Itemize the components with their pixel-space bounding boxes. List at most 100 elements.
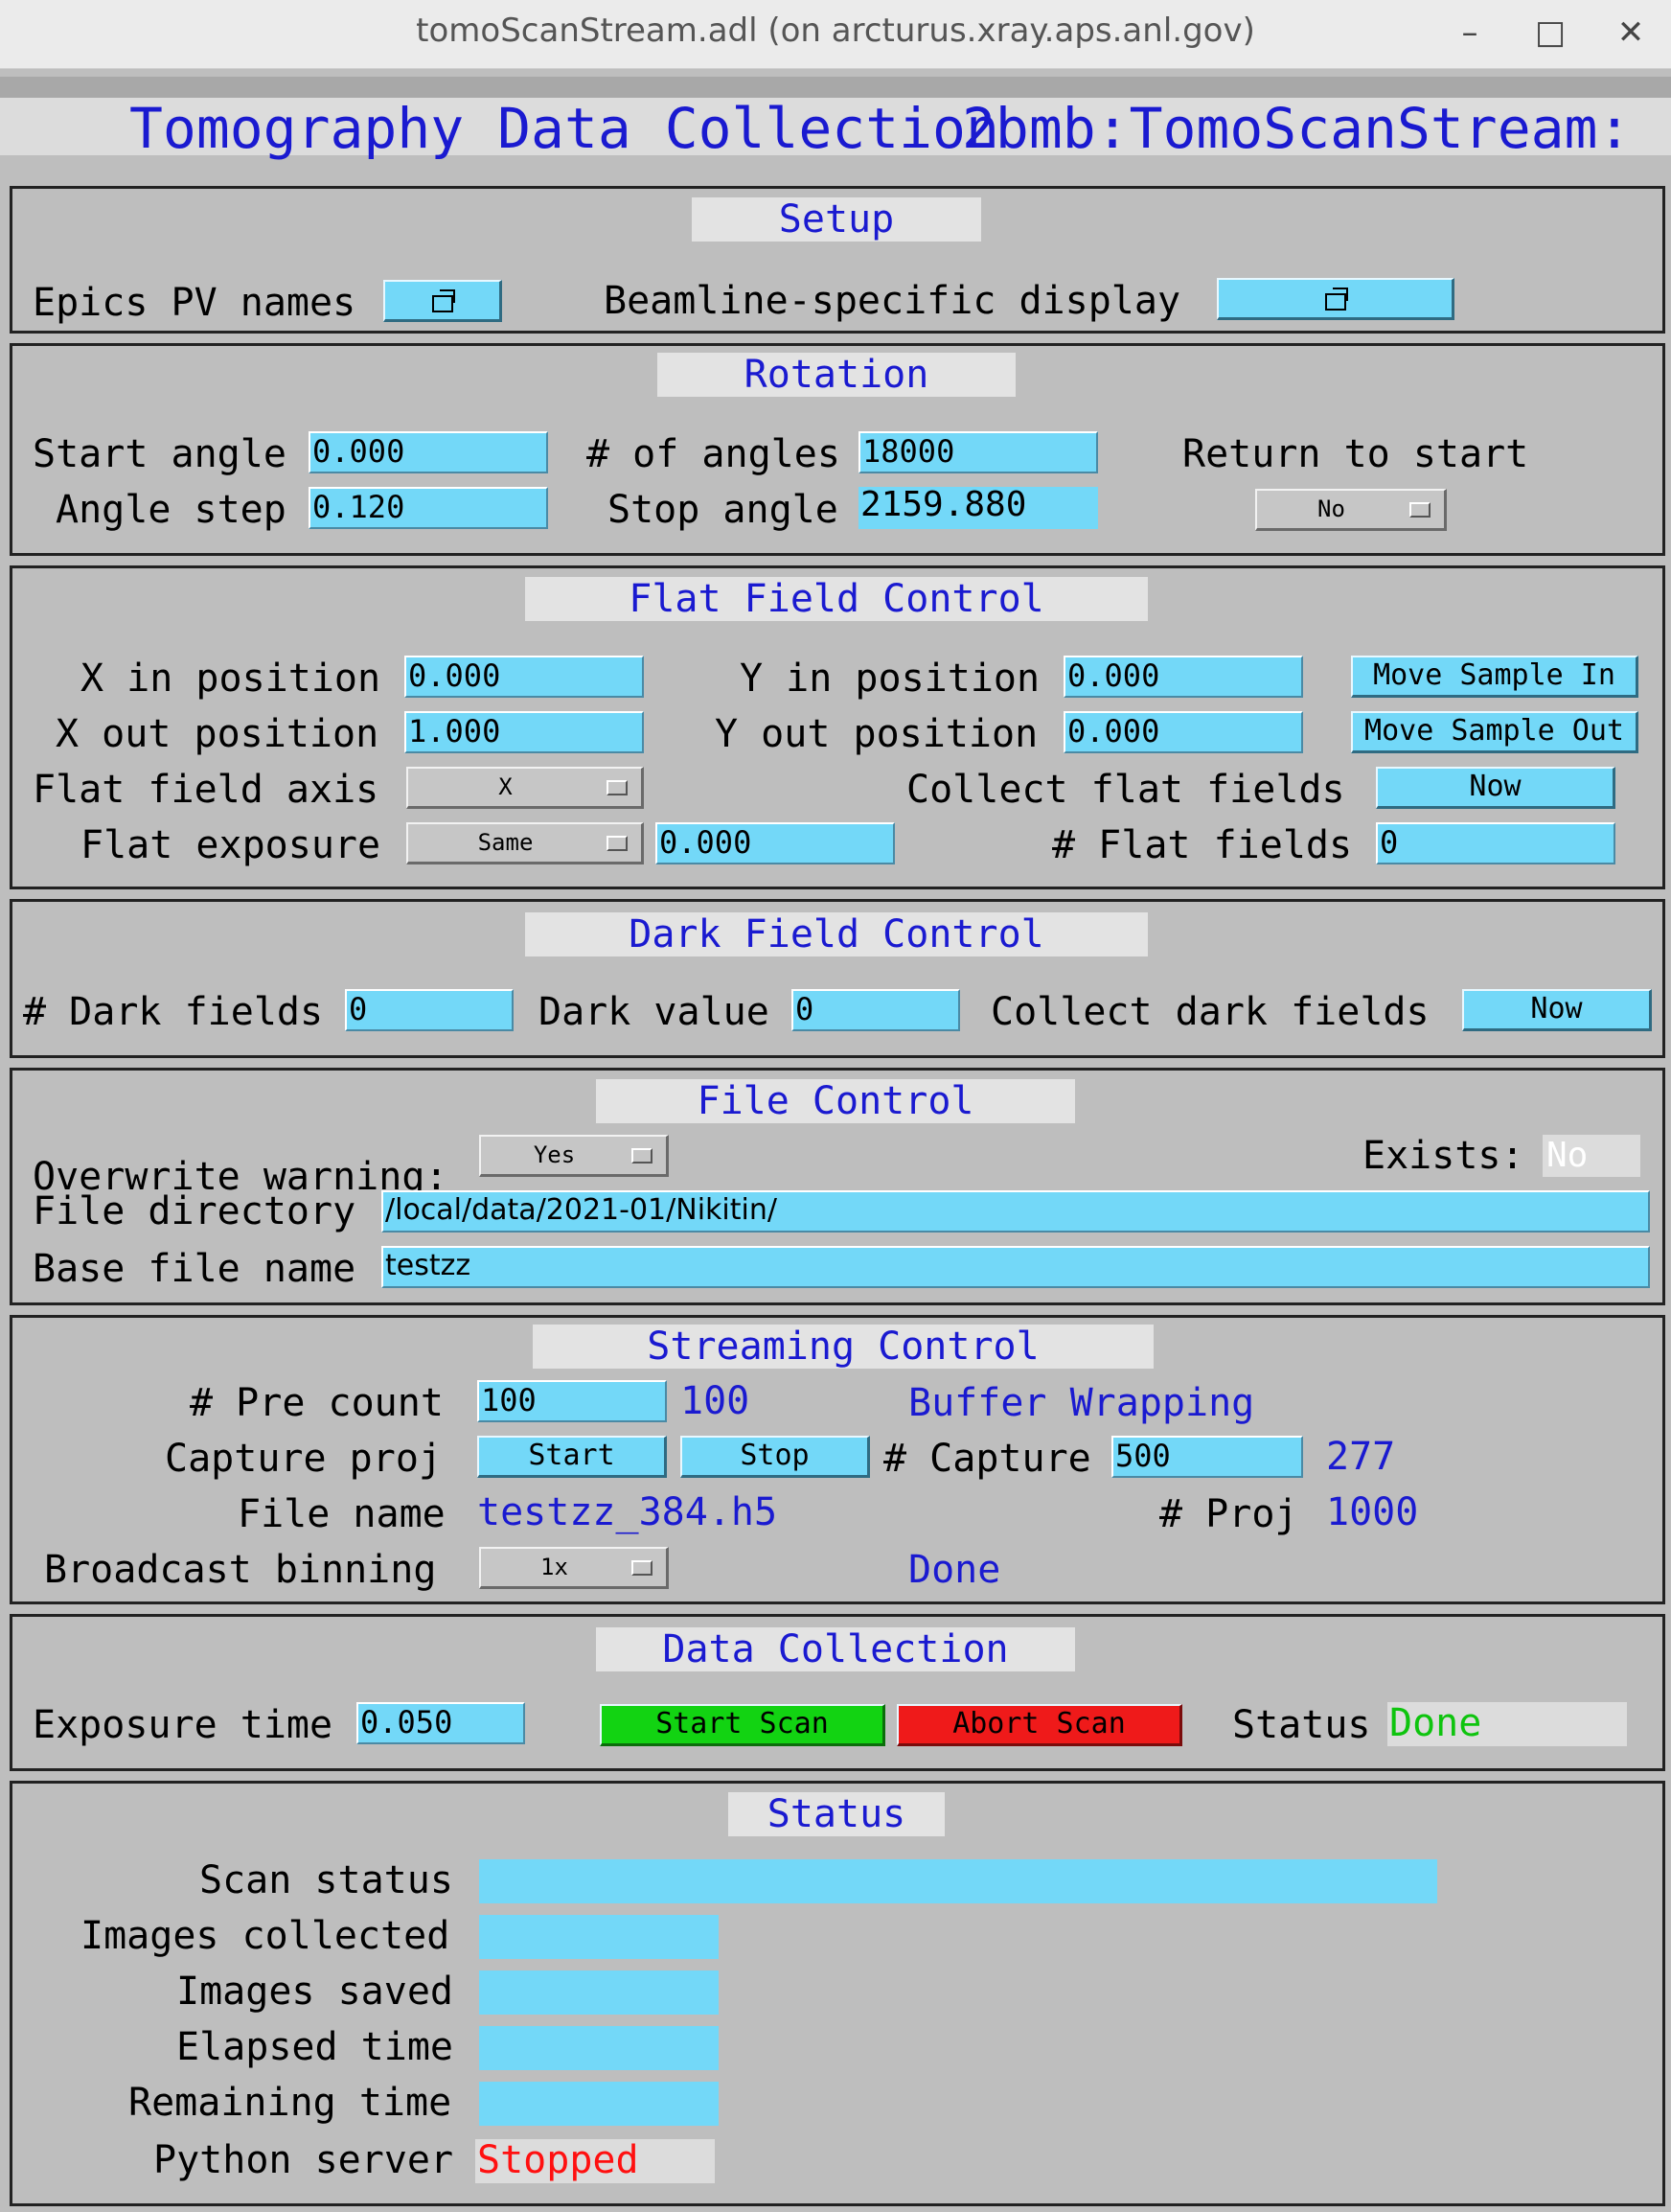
images-saved-bar xyxy=(479,1970,719,2015)
streaming-control-header: Streaming Control xyxy=(533,1325,1154,1369)
x-out-position-input[interactable]: 1.000 xyxy=(404,711,644,753)
collect-flat-fields-label: Collect flat fields xyxy=(906,768,1345,812)
epics-pv-names-label: Epics PV names xyxy=(33,281,356,325)
num-proj-readback: 1000 xyxy=(1326,1490,1419,1534)
stop-angle-readback: 2159.880 xyxy=(858,487,1098,529)
num-capture-readback: 277 xyxy=(1326,1435,1396,1479)
flat-field-axis-label: Flat field axis xyxy=(33,768,379,812)
maximize-button[interactable]: □ xyxy=(1534,13,1567,52)
broadcast-binning-label: Broadcast binning xyxy=(44,1548,437,1592)
overwrite-warning-menu[interactable]: Yes xyxy=(479,1135,669,1177)
start-angle-input[interactable]: 0.000 xyxy=(309,431,548,473)
buffer-wrapping-status: Buffer Wrapping xyxy=(908,1381,1255,1425)
base-file-name-input[interactable]: testzz xyxy=(381,1246,1650,1288)
file-name-readback: testzz_384.h5 xyxy=(477,1490,778,1534)
start-angle-label: Start angle xyxy=(33,432,286,476)
beamline-display-button[interactable] xyxy=(1217,278,1454,320)
collect-flat-fields-button[interactable]: Now xyxy=(1376,767,1615,809)
menu-indicator-icon xyxy=(631,1560,652,1576)
pre-count-label: # Pre count xyxy=(190,1381,444,1425)
num-capture-label: # Capture xyxy=(883,1437,1091,1481)
dark-value-label: Dark value xyxy=(538,990,769,1034)
beamline-display-label: Beamline-specific display xyxy=(604,279,1181,323)
x-out-position-label: X out position xyxy=(56,712,379,756)
broadcast-binning-status: Done xyxy=(908,1548,1001,1592)
dark-field-header: Dark Field Control xyxy=(525,912,1148,956)
close-button[interactable]: ✕ xyxy=(1616,13,1645,52)
images-collected-bar xyxy=(479,1915,719,1959)
move-sample-out-button[interactable]: Move Sample Out xyxy=(1351,711,1638,753)
num-flat-fields-input[interactable]: 0 xyxy=(1376,822,1615,864)
pre-count-readback: 100 xyxy=(680,1379,750,1423)
abort-scan-button[interactable]: Abort Scan xyxy=(897,1704,1182,1746)
base-file-name-label: Base file name xyxy=(33,1247,356,1291)
file-control-header: File Control xyxy=(596,1079,1075,1123)
title-banner xyxy=(0,98,1671,155)
related-display-icon xyxy=(1324,288,1348,311)
menu-indicator-icon xyxy=(607,836,628,851)
status-header: Status xyxy=(728,1792,945,1836)
scan-status-text-label: Scan status xyxy=(199,1858,453,1902)
scan-status-readback: Done xyxy=(1387,1702,1627,1746)
flat-exposure-input[interactable]: 0.000 xyxy=(655,822,895,864)
top-strip xyxy=(0,77,1671,98)
epics-pv-names-button[interactable] xyxy=(383,280,502,322)
pv-prefix: 2bmb:TomoScanStream: xyxy=(962,96,1632,161)
page-title: Tomography Data Collection xyxy=(129,96,999,161)
y-out-position-input[interactable]: 0.000 xyxy=(1064,711,1303,753)
return-to-start-label: Return to start xyxy=(1182,432,1529,476)
capture-start-button[interactable]: Start xyxy=(477,1436,667,1478)
flat-field-axis-menu[interactable]: X xyxy=(406,767,644,809)
start-scan-button[interactable]: Start Scan xyxy=(600,1704,885,1746)
num-proj-label: # Proj xyxy=(1159,1492,1298,1536)
minimize-button[interactable]: – xyxy=(1461,13,1478,52)
y-in-position-input[interactable]: 0.000 xyxy=(1064,656,1303,698)
overwrite-warning-label: Overwrite warning: xyxy=(33,1155,448,1199)
num-dark-fields-label: # Dark fields xyxy=(23,990,324,1034)
y-in-position-label: Y in position xyxy=(740,657,1041,701)
elapsed-time-label: Elapsed time xyxy=(176,2025,453,2069)
num-angles-input[interactable]: 18000 xyxy=(858,431,1098,473)
exposure-time-input[interactable]: 0.050 xyxy=(356,1702,525,1744)
menu-indicator-icon xyxy=(607,780,628,795)
python-server-label: Python server xyxy=(153,2138,454,2182)
menu-indicator-icon xyxy=(1409,502,1431,518)
num-angles-label: # of angles xyxy=(586,432,840,476)
flat-exposure-label: Flat exposure xyxy=(80,823,381,867)
flat-field-header: Flat Field Control xyxy=(525,577,1148,621)
flat-exposure-mode-menu[interactable]: Same xyxy=(406,822,644,864)
file-directory-label: File directory xyxy=(33,1189,356,1233)
stop-angle-label: Stop angle xyxy=(607,488,838,532)
exposure-time-label: Exposure time xyxy=(33,1703,333,1747)
return-to-start-menu[interactable]: No xyxy=(1255,489,1447,531)
status-panel xyxy=(10,1781,1665,2206)
scan-status-label: Status xyxy=(1232,1703,1371,1747)
window-title: tomoScanStream.adl (on arcturus.xray.aps… xyxy=(416,12,1255,50)
move-sample-in-button[interactable]: Move Sample In xyxy=(1351,656,1638,698)
exists-label: Exists: xyxy=(1362,1134,1524,1178)
angle-step-input[interactable]: 0.120 xyxy=(309,487,548,529)
file-directory-input[interactable]: /local/data/2021-01/Nikitin/ xyxy=(381,1190,1650,1233)
remaining-time-bar xyxy=(479,2082,719,2126)
pre-count-input[interactable]: 100 xyxy=(477,1380,667,1422)
y-out-position-label: Y out position xyxy=(715,712,1039,756)
collect-dark-fields-button[interactable]: Now xyxy=(1462,989,1652,1031)
x-in-position-label: X in position xyxy=(80,657,381,701)
num-dark-fields-input[interactable]: 0 xyxy=(345,989,514,1031)
images-saved-label: Images saved xyxy=(176,1970,453,2014)
images-collected-label: Images collected xyxy=(80,1914,450,1958)
python-server-status: Stopped xyxy=(475,2139,715,2183)
broadcast-binning-menu[interactable]: 1x xyxy=(479,1547,669,1589)
file-name-label: File name xyxy=(238,1492,446,1536)
related-display-icon xyxy=(431,289,455,312)
exists-indicator: No xyxy=(1543,1135,1640,1177)
x-in-position-input[interactable]: 0.000 xyxy=(404,656,644,698)
num-capture-input[interactable]: 500 xyxy=(1111,1436,1303,1478)
remaining-time-label: Remaining time xyxy=(128,2081,452,2125)
data-collection-header: Data Collection xyxy=(596,1627,1075,1671)
elapsed-time-bar xyxy=(479,2026,719,2070)
collect-dark-fields-label: Collect dark fields xyxy=(991,990,1430,1034)
capture-stop-button[interactable]: Stop xyxy=(680,1436,870,1478)
rotation-header: Rotation xyxy=(657,353,1016,397)
dark-value-input[interactable]: 0 xyxy=(791,989,960,1031)
